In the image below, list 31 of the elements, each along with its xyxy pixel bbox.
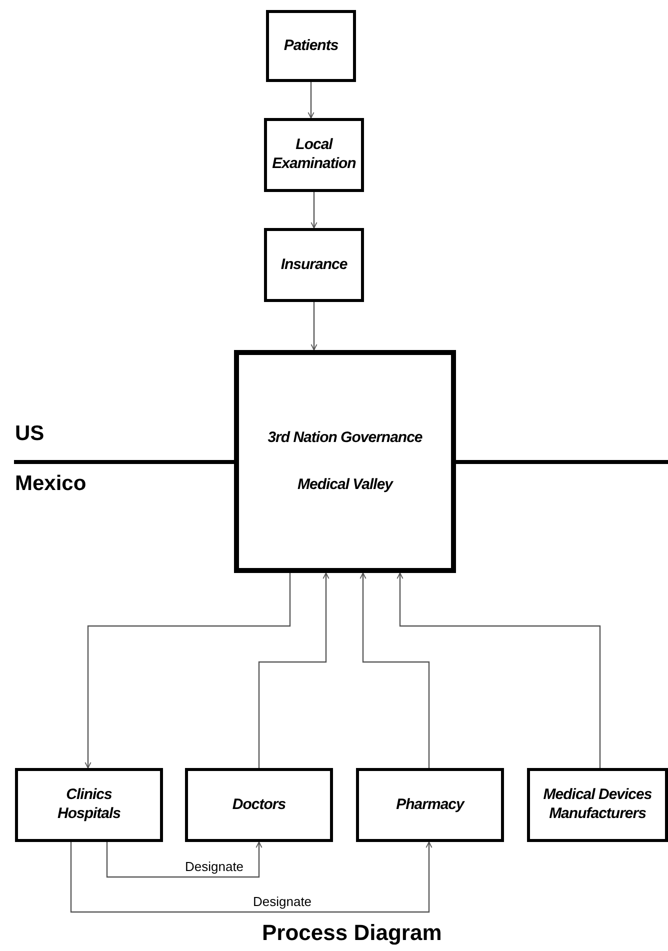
arrow xyxy=(360,572,430,768)
arrow xyxy=(310,302,318,350)
region-label: US xyxy=(15,422,44,446)
caption: Process Diagram xyxy=(262,920,442,946)
region-label: Mexico xyxy=(15,472,86,496)
node-text: Clinics Hospitals xyxy=(56,786,122,824)
process-box xyxy=(266,10,356,82)
arrow xyxy=(84,573,291,768)
process-box xyxy=(527,768,668,842)
node-text: Medical Devices Manufacturers xyxy=(542,786,653,824)
arrow xyxy=(308,82,314,118)
edge-label: Designate xyxy=(183,859,246,874)
process-box xyxy=(264,118,364,192)
edge-label: Designate xyxy=(251,894,314,909)
node-text: Patients xyxy=(282,36,340,56)
node-text: Medical Valley xyxy=(296,476,394,494)
node-text: Insurance xyxy=(280,256,348,274)
arrow xyxy=(106,842,262,878)
arrow xyxy=(310,192,318,228)
arrow xyxy=(70,842,432,913)
process-box xyxy=(15,768,163,842)
node-text: Local Examination xyxy=(271,136,357,174)
node-text: Doctors xyxy=(231,796,287,814)
node-text: 3rd Nation Governance xyxy=(266,428,424,448)
node-text: Pharmacy xyxy=(395,796,466,814)
arrow xyxy=(258,572,330,768)
arrow xyxy=(396,572,601,768)
process-box xyxy=(185,768,333,842)
process-box xyxy=(264,228,364,302)
process-box xyxy=(234,350,456,573)
process-box xyxy=(356,768,504,842)
